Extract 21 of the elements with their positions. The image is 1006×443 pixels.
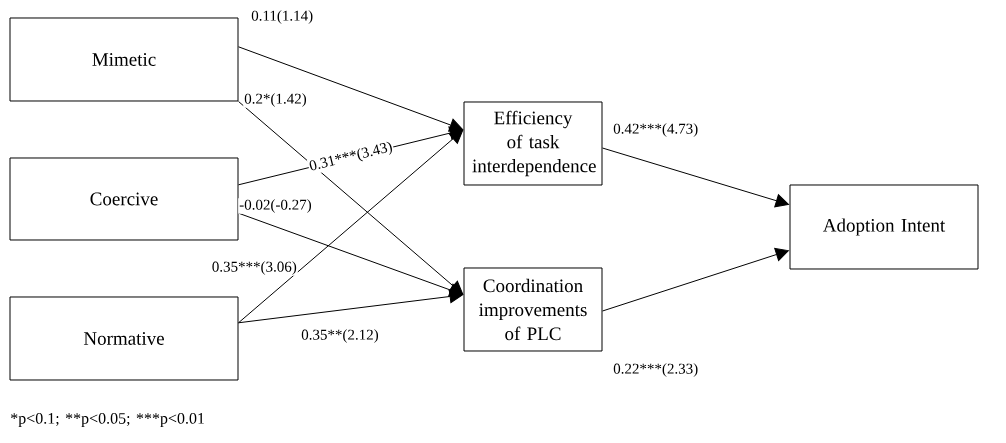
edge-label: 0.11(1.14) [250, 9, 315, 25]
footnote: ***p<0.01 [136, 412, 204, 427]
edge-label: 0.42***(4.73) [612, 122, 700, 138]
construct-box: Adoption Intent [789, 184, 979, 270]
edge-label: 0.2*(1.42) [243, 92, 308, 108]
construct-box: Efficiency of task interdependence [463, 101, 603, 186]
footnote: **p<0.05; [65, 412, 130, 427]
construct-box: Normative [9, 296, 239, 381]
footnote: *p<0.1; [11, 412, 59, 427]
construct-box: Coordination improvements of PLC [463, 267, 603, 352]
edge-label: 0.35***(3.06) [210, 260, 298, 276]
arrow [602, 147, 789, 208]
edge-label: 0.22***(2.33) [612, 362, 700, 378]
construct-box: Mimetic [9, 17, 239, 102]
arrow [238, 289, 463, 324]
construct-box: Coercive [9, 157, 239, 241]
arrow [238, 130, 464, 324]
arrow [602, 247, 789, 312]
arrow [238, 46, 463, 132]
edge-label: -0.02(-0.27) [238, 198, 313, 214]
edge-label: 0.35**(2.12) [300, 328, 380, 344]
